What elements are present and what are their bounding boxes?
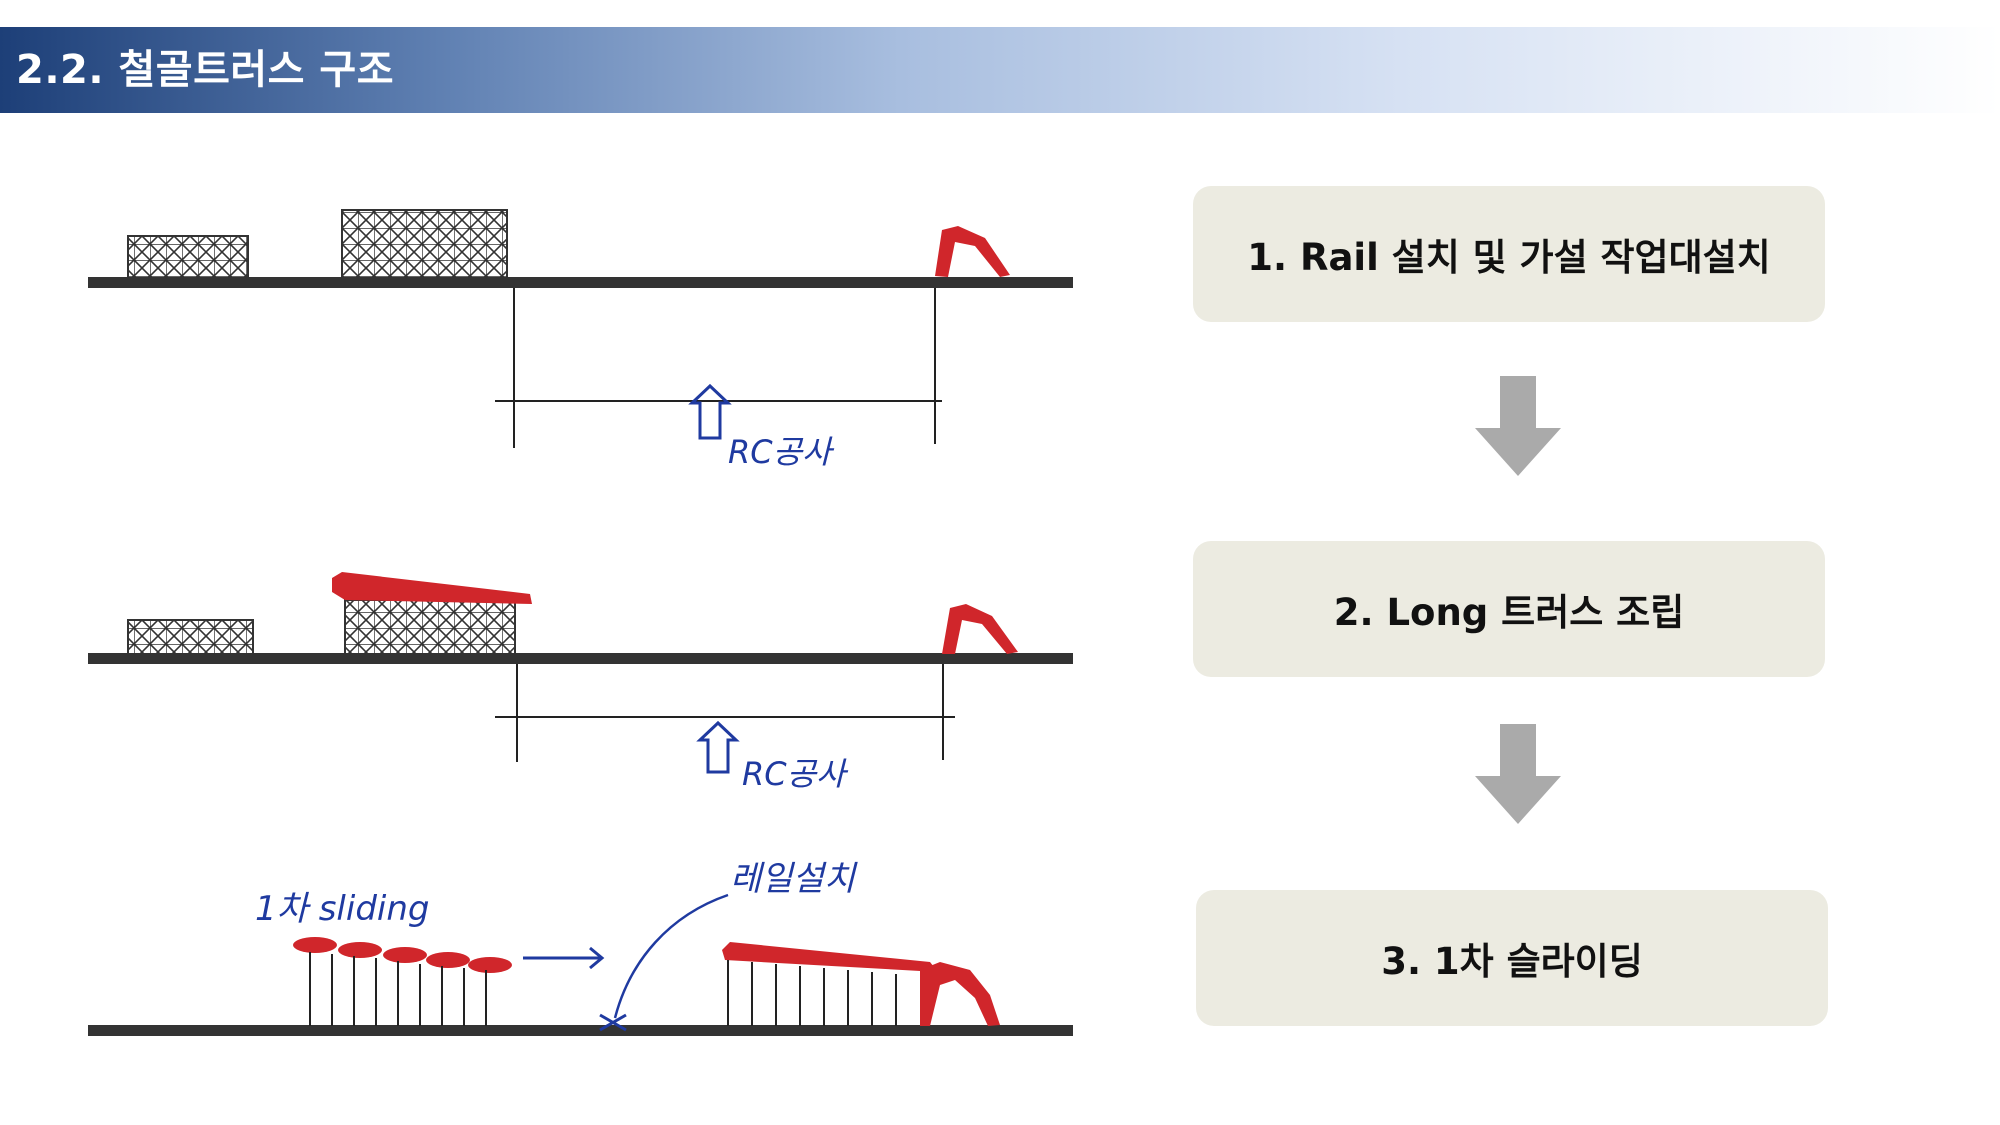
step-label-2: 2. Long 트러스 조립 — [1333, 591, 1685, 634]
crane-icon — [942, 604, 1018, 654]
up-arrow-icon — [696, 720, 740, 774]
up-arrow-icon — [688, 383, 732, 440]
sliding-truss-left — [293, 937, 512, 1026]
sketch-stage-2: RC공사 — [88, 572, 1073, 793]
sketch-stage-3: 1차 sliding 레일설치 — [88, 859, 1073, 1036]
sliding-truss-right — [722, 942, 1000, 1026]
rail-pointer — [613, 893, 729, 1019]
step-box-1: 1. Rail 설치 및 가설 작업대설치 — [1193, 186, 1825, 322]
step-box-2: 2. Long 트러스 조립 — [1193, 541, 1825, 677]
step-label-1: 1. Rail 설치 및 가설 작업대설치 — [1247, 236, 1771, 279]
ground-line — [88, 1025, 1073, 1036]
small-scaffold — [127, 235, 249, 279]
step-box-3: 3. 1차 슬라이딩 — [1196, 890, 1828, 1026]
arrow-down-icon — [1475, 724, 1561, 824]
large-scaffold — [344, 599, 516, 655]
rc-work-label-2: RC공사 — [742, 755, 849, 793]
arrow-down-icon — [1475, 376, 1561, 476]
title-bar: 2.2. 철골트러스 구조 — [0, 27, 2000, 113]
page-title: 2.2. 철골트러스 구조 — [16, 47, 395, 93]
sketch-stage-1: RC공사 — [88, 209, 1073, 471]
ground-line — [88, 653, 1073, 664]
construction-sketch: RC공사 RC공사 — [88, 209, 1073, 1036]
large-scaffold — [341, 209, 508, 279]
first-sliding-label: 1차 sliding — [255, 889, 430, 929]
step-label-3: 3. 1차 슬라이딩 — [1381, 940, 1643, 983]
rc-work-label-1: RC공사 — [728, 433, 835, 471]
crane-icon — [935, 226, 1010, 277]
rail-marker — [599, 1013, 627, 1032]
rail-install-label: 레일설치 — [730, 859, 858, 899]
small-scaffold — [127, 619, 254, 655]
ground-line — [88, 277, 1073, 288]
long-truss — [332, 572, 532, 604]
